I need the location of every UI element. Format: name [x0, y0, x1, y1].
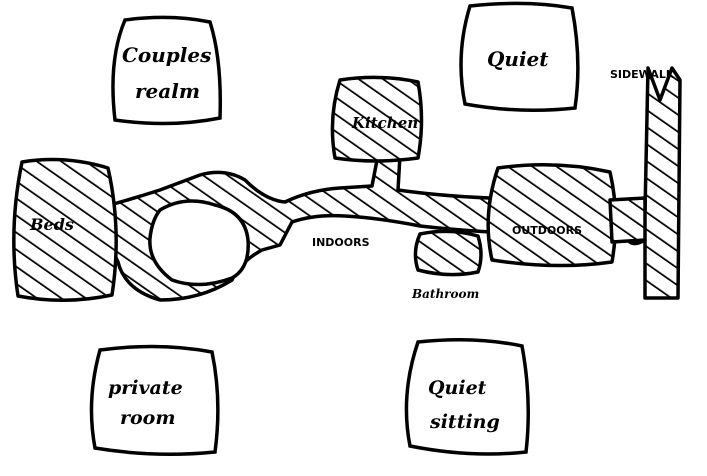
private-room-space: private room [89, 344, 220, 456]
quiet-sitting-label-1: Quiet [428, 377, 487, 399]
outdoors-label: OUTDOORS [512, 224, 582, 237]
hatched-circulation [12, 66, 682, 302]
couples-realm-space: Couples realm [111, 15, 223, 126]
beds-area [12, 157, 118, 302]
quiet-sitting-label-2: sitting [429, 411, 500, 433]
sidewalk-label: SIDEWALK [610, 68, 675, 81]
kitchen-label: Kitchen [351, 114, 418, 132]
outdoors-area [486, 163, 618, 268]
couples-realm-label-2: realm [135, 79, 200, 103]
kitchen-area [330, 75, 424, 163]
indoors-label: INDOORS [312, 236, 370, 249]
couples-realm-label-1: Couples [122, 43, 211, 67]
bathroom-label: Bathroom [411, 287, 479, 301]
sidewalk-strip [623, 66, 682, 300]
bathroom-area [413, 229, 483, 277]
beds-label: Beds [29, 215, 74, 234]
private-room-label-1: private [108, 377, 183, 399]
quiet-space: Quiet [459, 1, 580, 112]
outdoors-sidewalk-connector [608, 196, 647, 244]
quiet-label: Quiet [487, 47, 549, 71]
private-room-label-2: room [120, 407, 175, 429]
quiet-sitting-space: Quiet sitting [404, 338, 530, 456]
